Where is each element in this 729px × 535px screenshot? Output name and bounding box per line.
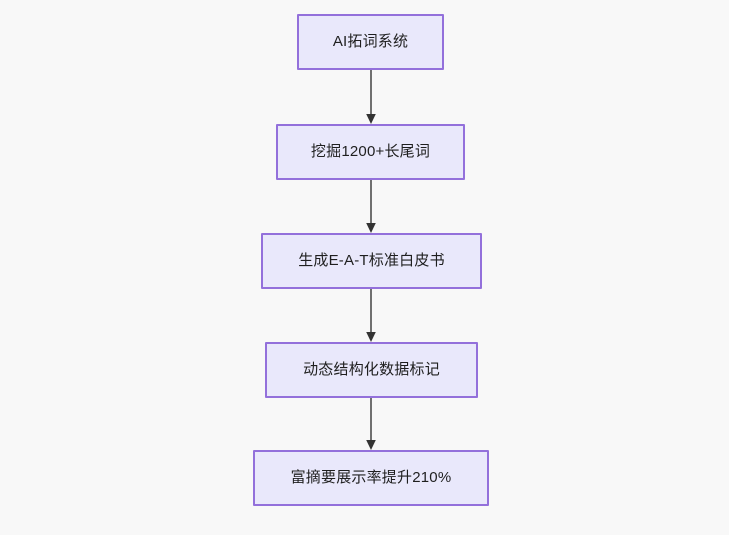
flowchart-node-mine-longtail-keywords[interactable]: 挖掘1200+长尾词	[276, 124, 465, 180]
flowchart-node-rich-snippet-rate-increase[interactable]: 富摘要展示率提升210%	[253, 450, 489, 506]
node-label: 动态结构化数据标记	[303, 361, 440, 378]
edge-node1-to-node2	[366, 70, 376, 124]
edge-node3-to-node4	[366, 289, 376, 342]
arrowhead-icon	[366, 332, 376, 342]
flowchart-node-dynamic-structured-data-markup[interactable]: 动态结构化数据标记	[265, 342, 478, 398]
node-label: 富摘要展示率提升210%	[290, 469, 452, 486]
arrowhead-icon	[366, 223, 376, 233]
flowchart-node-generate-eat-whitepaper[interactable]: 生成E-A-T标准白皮书	[261, 233, 482, 289]
arrowhead-icon	[366, 114, 376, 124]
edge-node4-to-node5	[366, 398, 376, 450]
node-label: AI拓词系统	[332, 33, 409, 50]
node-label: 生成E-A-T标准白皮书	[298, 252, 445, 269]
arrowhead-icon	[366, 440, 376, 450]
edge-node2-to-node3	[366, 180, 376, 233]
flowchart-node-ai-keyword-system[interactable]: AI拓词系统	[297, 14, 444, 70]
node-label: 挖掘1200+长尾词	[310, 143, 431, 160]
